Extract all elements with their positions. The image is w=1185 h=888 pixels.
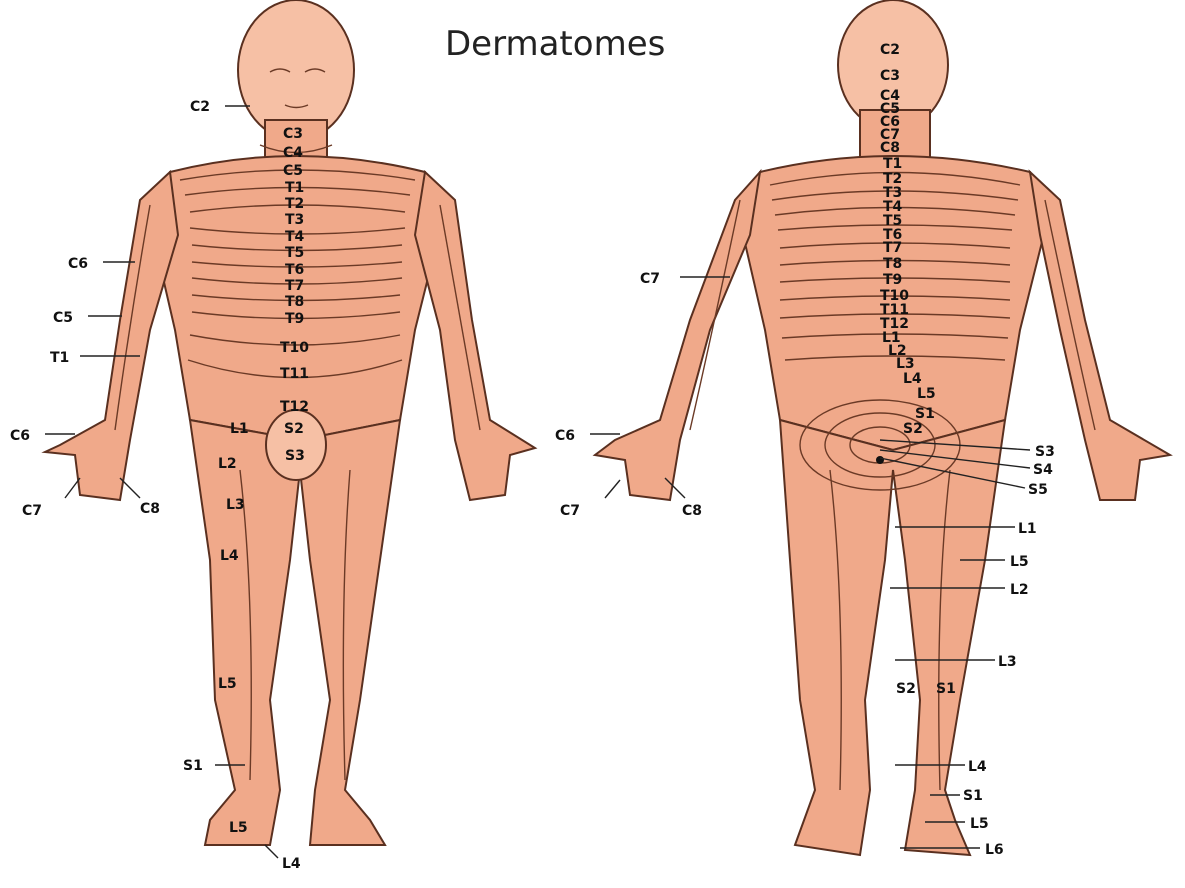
front-right-arm — [45, 172, 178, 500]
back-label-c8: C8 — [880, 140, 900, 156]
back-label-hand-c6: C6 — [555, 428, 575, 444]
front-label-t7: T7 — [285, 278, 304, 294]
front-label-t2: T2 — [285, 196, 304, 212]
front-label-hand-c7: C7 — [22, 503, 42, 519]
front-label-c4: C4 — [283, 145, 303, 161]
back-label-l3: L3 — [896, 356, 915, 372]
front-label-t11: T11 — [280, 366, 309, 382]
back-label-t9: T9 — [883, 272, 902, 288]
front-label-c3: C3 — [283, 126, 303, 142]
diagram-title: Dermatomes — [445, 24, 665, 64]
front-label-s1: S1 — [183, 758, 203, 774]
front-label-t9: T9 — [285, 311, 304, 327]
back-label-leg-l5: L5 — [1010, 554, 1029, 570]
back-label-arm-c7: C7 — [640, 271, 660, 287]
back-label-hand-c7: C7 — [560, 503, 580, 519]
back-label-leg-l2: L2 — [1010, 582, 1029, 598]
front-label-foot-l4: L4 — [282, 856, 301, 872]
back-label-calf-s1: S1 — [936, 681, 956, 697]
back-label-leg-s1: S1 — [963, 788, 983, 804]
back-label-foot-l5: L5 — [970, 816, 989, 832]
back-label-c2: C2 — [880, 42, 900, 58]
front-label-l5: L5 — [218, 676, 237, 692]
front-label-hand-c6: C6 — [10, 428, 30, 444]
front-label-arm-c6: C6 — [68, 256, 88, 272]
front-left-arm — [415, 172, 535, 500]
back-label-l5: L5 — [917, 386, 936, 402]
front-label-c2: C2 — [190, 99, 210, 115]
back-label-hand-c8: C8 — [682, 503, 702, 519]
front-label-s3: S3 — [285, 448, 305, 464]
back-label-l4: L4 — [903, 371, 922, 387]
back-label-c3: C3 — [880, 68, 900, 84]
front-label-l4: L4 — [220, 548, 239, 564]
front-label-s2: S2 — [284, 421, 304, 437]
front-label-c5: C5 — [283, 163, 303, 179]
front-label-t5: T5 — [285, 245, 304, 261]
front-label-t8: T8 — [285, 294, 304, 310]
front-label-arm-c5: C5 — [53, 310, 73, 326]
back-label-s5: S5 — [1028, 482, 1048, 498]
front-label-arm-t1: T1 — [50, 350, 69, 366]
front-label-l1: L1 — [230, 421, 249, 437]
back-label-s4: S4 — [1033, 462, 1053, 478]
back-coccyx-point — [876, 456, 884, 464]
front-label-t12: T12 — [280, 399, 309, 415]
back-label-calf-s2: S2 — [896, 681, 916, 697]
back-label-t1: T1 — [883, 156, 902, 172]
front-label-t10: T10 — [280, 340, 309, 356]
back-label-foot-l6: L6 — [985, 842, 1004, 858]
front-label-foot-l5: L5 — [229, 820, 248, 836]
front-label-t3: T3 — [285, 212, 304, 228]
front-label-t6: T6 — [285, 262, 304, 278]
front-label-l3: L3 — [226, 497, 245, 513]
back-label-t7: T7 — [883, 240, 902, 256]
back-label-s3: S3 — [1035, 444, 1055, 460]
front-legs — [190, 420, 400, 845]
front-label-l2: L2 — [218, 456, 237, 472]
back-label-s1: S1 — [915, 406, 935, 422]
back-label-leg-l1: L1 — [1018, 521, 1037, 537]
back-label-leg-l3: L3 — [998, 654, 1017, 670]
back-label-leg-l4: L4 — [968, 759, 987, 775]
front-label-t1: T1 — [285, 180, 304, 196]
front-label-t4: T4 — [285, 229, 305, 245]
front-label-hand-c8: C8 — [140, 501, 160, 517]
back-label-s2: S2 — [903, 421, 923, 437]
back-label-t8: T8 — [883, 256, 902, 272]
